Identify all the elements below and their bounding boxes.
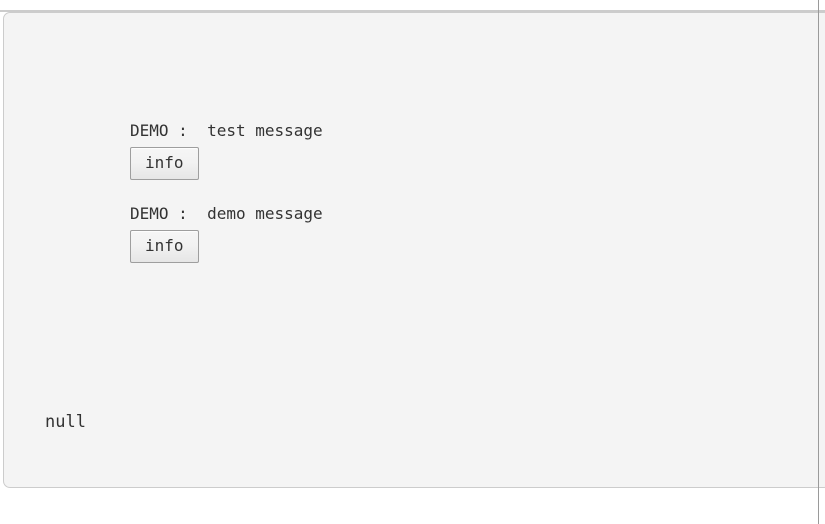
message-line: DEMO : demo message [130, 204, 323, 224]
message-list: DEMO : test message info DEMO : demo mes… [130, 121, 323, 287]
content-panel: DEMO : test message info DEMO : demo mes… [3, 12, 825, 488]
message-text: demo message [207, 204, 323, 223]
message-tag: DEMO [130, 204, 169, 223]
message-line: DEMO : test message [130, 121, 323, 141]
info-button[interactable]: info [130, 230, 199, 263]
output-value: null [45, 412, 86, 432]
info-button[interactable]: info [130, 147, 199, 180]
content-panel-inner: DEMO : test message info DEMO : demo mes… [4, 13, 825, 487]
message-separator: : [168, 204, 208, 223]
message-separator: : [168, 121, 208, 140]
right-divider [818, 0, 819, 524]
message-tag: DEMO [130, 121, 169, 140]
message-block: DEMO : test message info [130, 121, 323, 180]
top-divider [0, 10, 825, 12]
message-text: test message [207, 121, 323, 140]
message-block: DEMO : demo message info [130, 204, 323, 263]
